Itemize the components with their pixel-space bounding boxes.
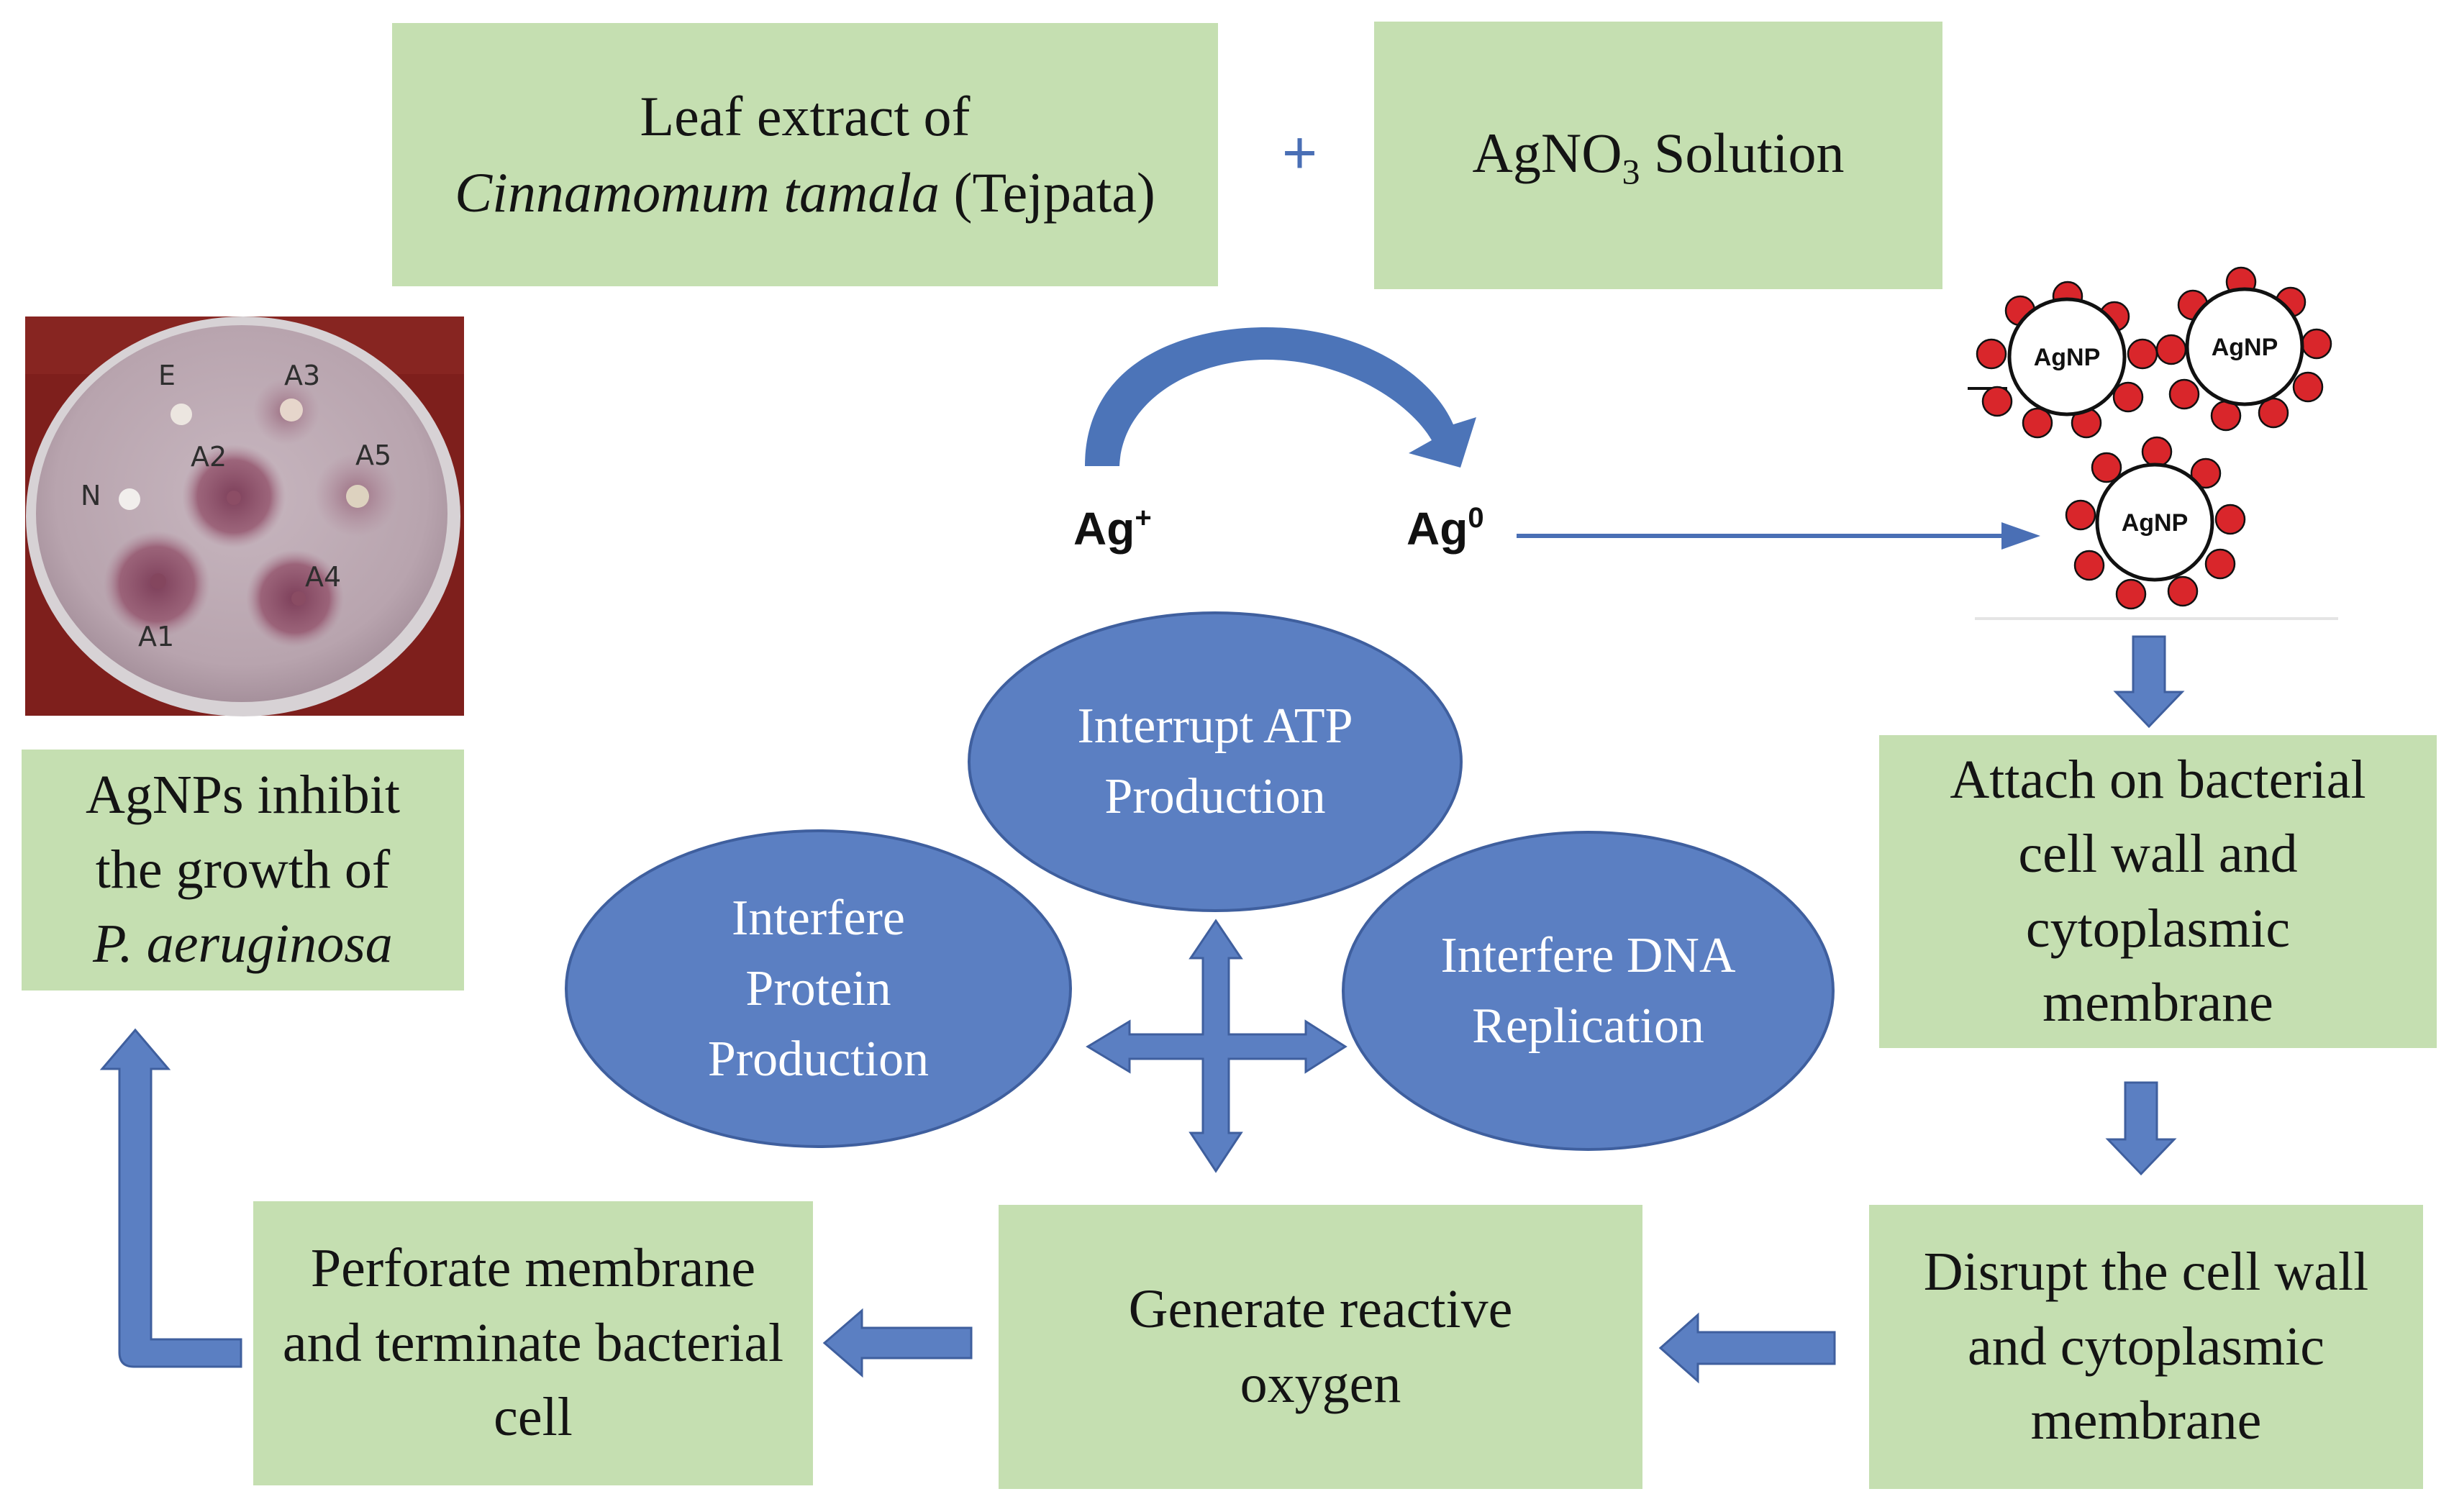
- protein-effect-ellipse: Interfere Protein Production: [565, 829, 1072, 1148]
- well-label-e: E: [158, 360, 176, 391]
- disrupt-step-box: Disrupt the cell wall and cytoplasmic me…: [1869, 1205, 2423, 1489]
- protein-effect-text: Interfere Protein Production: [707, 890, 930, 1087]
- reduction-curve-arrow: [1085, 327, 1476, 468]
- dna-effect-ellipse: Interfere DNA Replication: [1342, 831, 1835, 1151]
- inhibit-organism: P. aeruginosa: [93, 914, 393, 975]
- silver-nitrate-prefix: AgNO: [1472, 121, 1622, 184]
- generate-step-text: Generate reactive oxygen: [1128, 1279, 1513, 1414]
- silver-ion-label: Ag+: [1073, 504, 1152, 552]
- generate-step-box: Generate reactive oxygen: [999, 1205, 1642, 1489]
- attach-step-box: Attach on bacterial cell wall and cytopl…: [1879, 735, 2437, 1048]
- particle-3-label: AgNP: [2122, 509, 2189, 537]
- particle-1-label: AgNP: [2034, 344, 2101, 371]
- atp-effect-text: Interrupt ATP Production: [1077, 698, 1353, 824]
- dna-effect-text: Interfere DNA Replication: [1440, 927, 1736, 1054]
- arrow-to-nanoparticles: [1517, 522, 2040, 550]
- silver-ion-charge: +: [1135, 502, 1152, 534]
- well-label-a2: A2: [191, 441, 227, 473]
- silver-atom-charge: 0: [1468, 502, 1484, 534]
- atp-effect-ellipse: Interrupt ATP Production: [968, 611, 1463, 912]
- inhibit-line2: the growth of: [95, 839, 391, 900]
- nanoparticle-cluster: AgNP AgNP: [1968, 266, 2338, 620]
- silver-atom-symbol: Ag: [1406, 503, 1468, 555]
- inhibit-growth-box: AgNPs inhibit the growth of P. aeruginos…: [22, 750, 464, 990]
- well-labels: E A3 A2 A5 N A4 A1: [81, 360, 391, 652]
- petri-dish-photo: E A3 A2 A5 N A4 A1: [25, 316, 464, 716]
- inhibit-line1: AgNPs inhibit: [85, 765, 401, 826]
- arrow-left-to-generate: [1658, 1312, 1836, 1384]
- silver-nitrate-suffix: Solution: [1640, 121, 1845, 184]
- perforate-step-text: Perforate membrane and terminate bacteri…: [282, 1238, 784, 1448]
- particle-1: AgNP: [1976, 281, 2158, 439]
- well-label-a4: A4: [305, 561, 341, 593]
- leaf-extract-common: (Tejpata): [953, 161, 1155, 224]
- well-label-a1: A1: [138, 621, 174, 652]
- well-label-a3: A3: [284, 360, 320, 391]
- silver-nitrate-box: AgNO3 Solution: [1374, 22, 1942, 289]
- leaf-extract-species: Cinnamomum tamala: [455, 161, 940, 224]
- silver-nitrate-subscript: 3: [1622, 151, 1640, 192]
- perforate-step-box: Perforate membrane and terminate bacteri…: [253, 1201, 813, 1485]
- particle-2: AgNP: [2155, 266, 2332, 432]
- leaf-extract-box: Leaf extract of Cinnamomum tamala (Tejpa…: [392, 23, 1218, 286]
- attach-step-text: Attach on bacterial cell wall and cytopl…: [1950, 749, 2366, 1033]
- particle-2-label: AgNP: [2212, 334, 2278, 361]
- silver-atom-label: Ag0: [1406, 504, 1484, 552]
- plus-sign: +: [1282, 119, 1318, 186]
- well-label-n: N: [81, 480, 101, 511]
- leaf-extract-line1: Leaf extract of: [640, 84, 971, 147]
- silver-ion-symbol: Ag: [1073, 503, 1135, 555]
- arrow-down-to-attach: [2113, 635, 2185, 729]
- wells: [119, 399, 369, 606]
- disrupt-step-text: Disrupt the cell wall and cytoplasmic me…: [1923, 1242, 2369, 1452]
- particle-3: AgNP: [2065, 436, 2246, 610]
- four-way-arrow: [1086, 919, 1348, 1173]
- well-label-a5: A5: [355, 440, 391, 471]
- arrow-down-to-disrupt: [2105, 1081, 2177, 1176]
- arrow-left-to-perforate: [822, 1308, 973, 1378]
- arrow-up-to-inhibit: [99, 1028, 242, 1368]
